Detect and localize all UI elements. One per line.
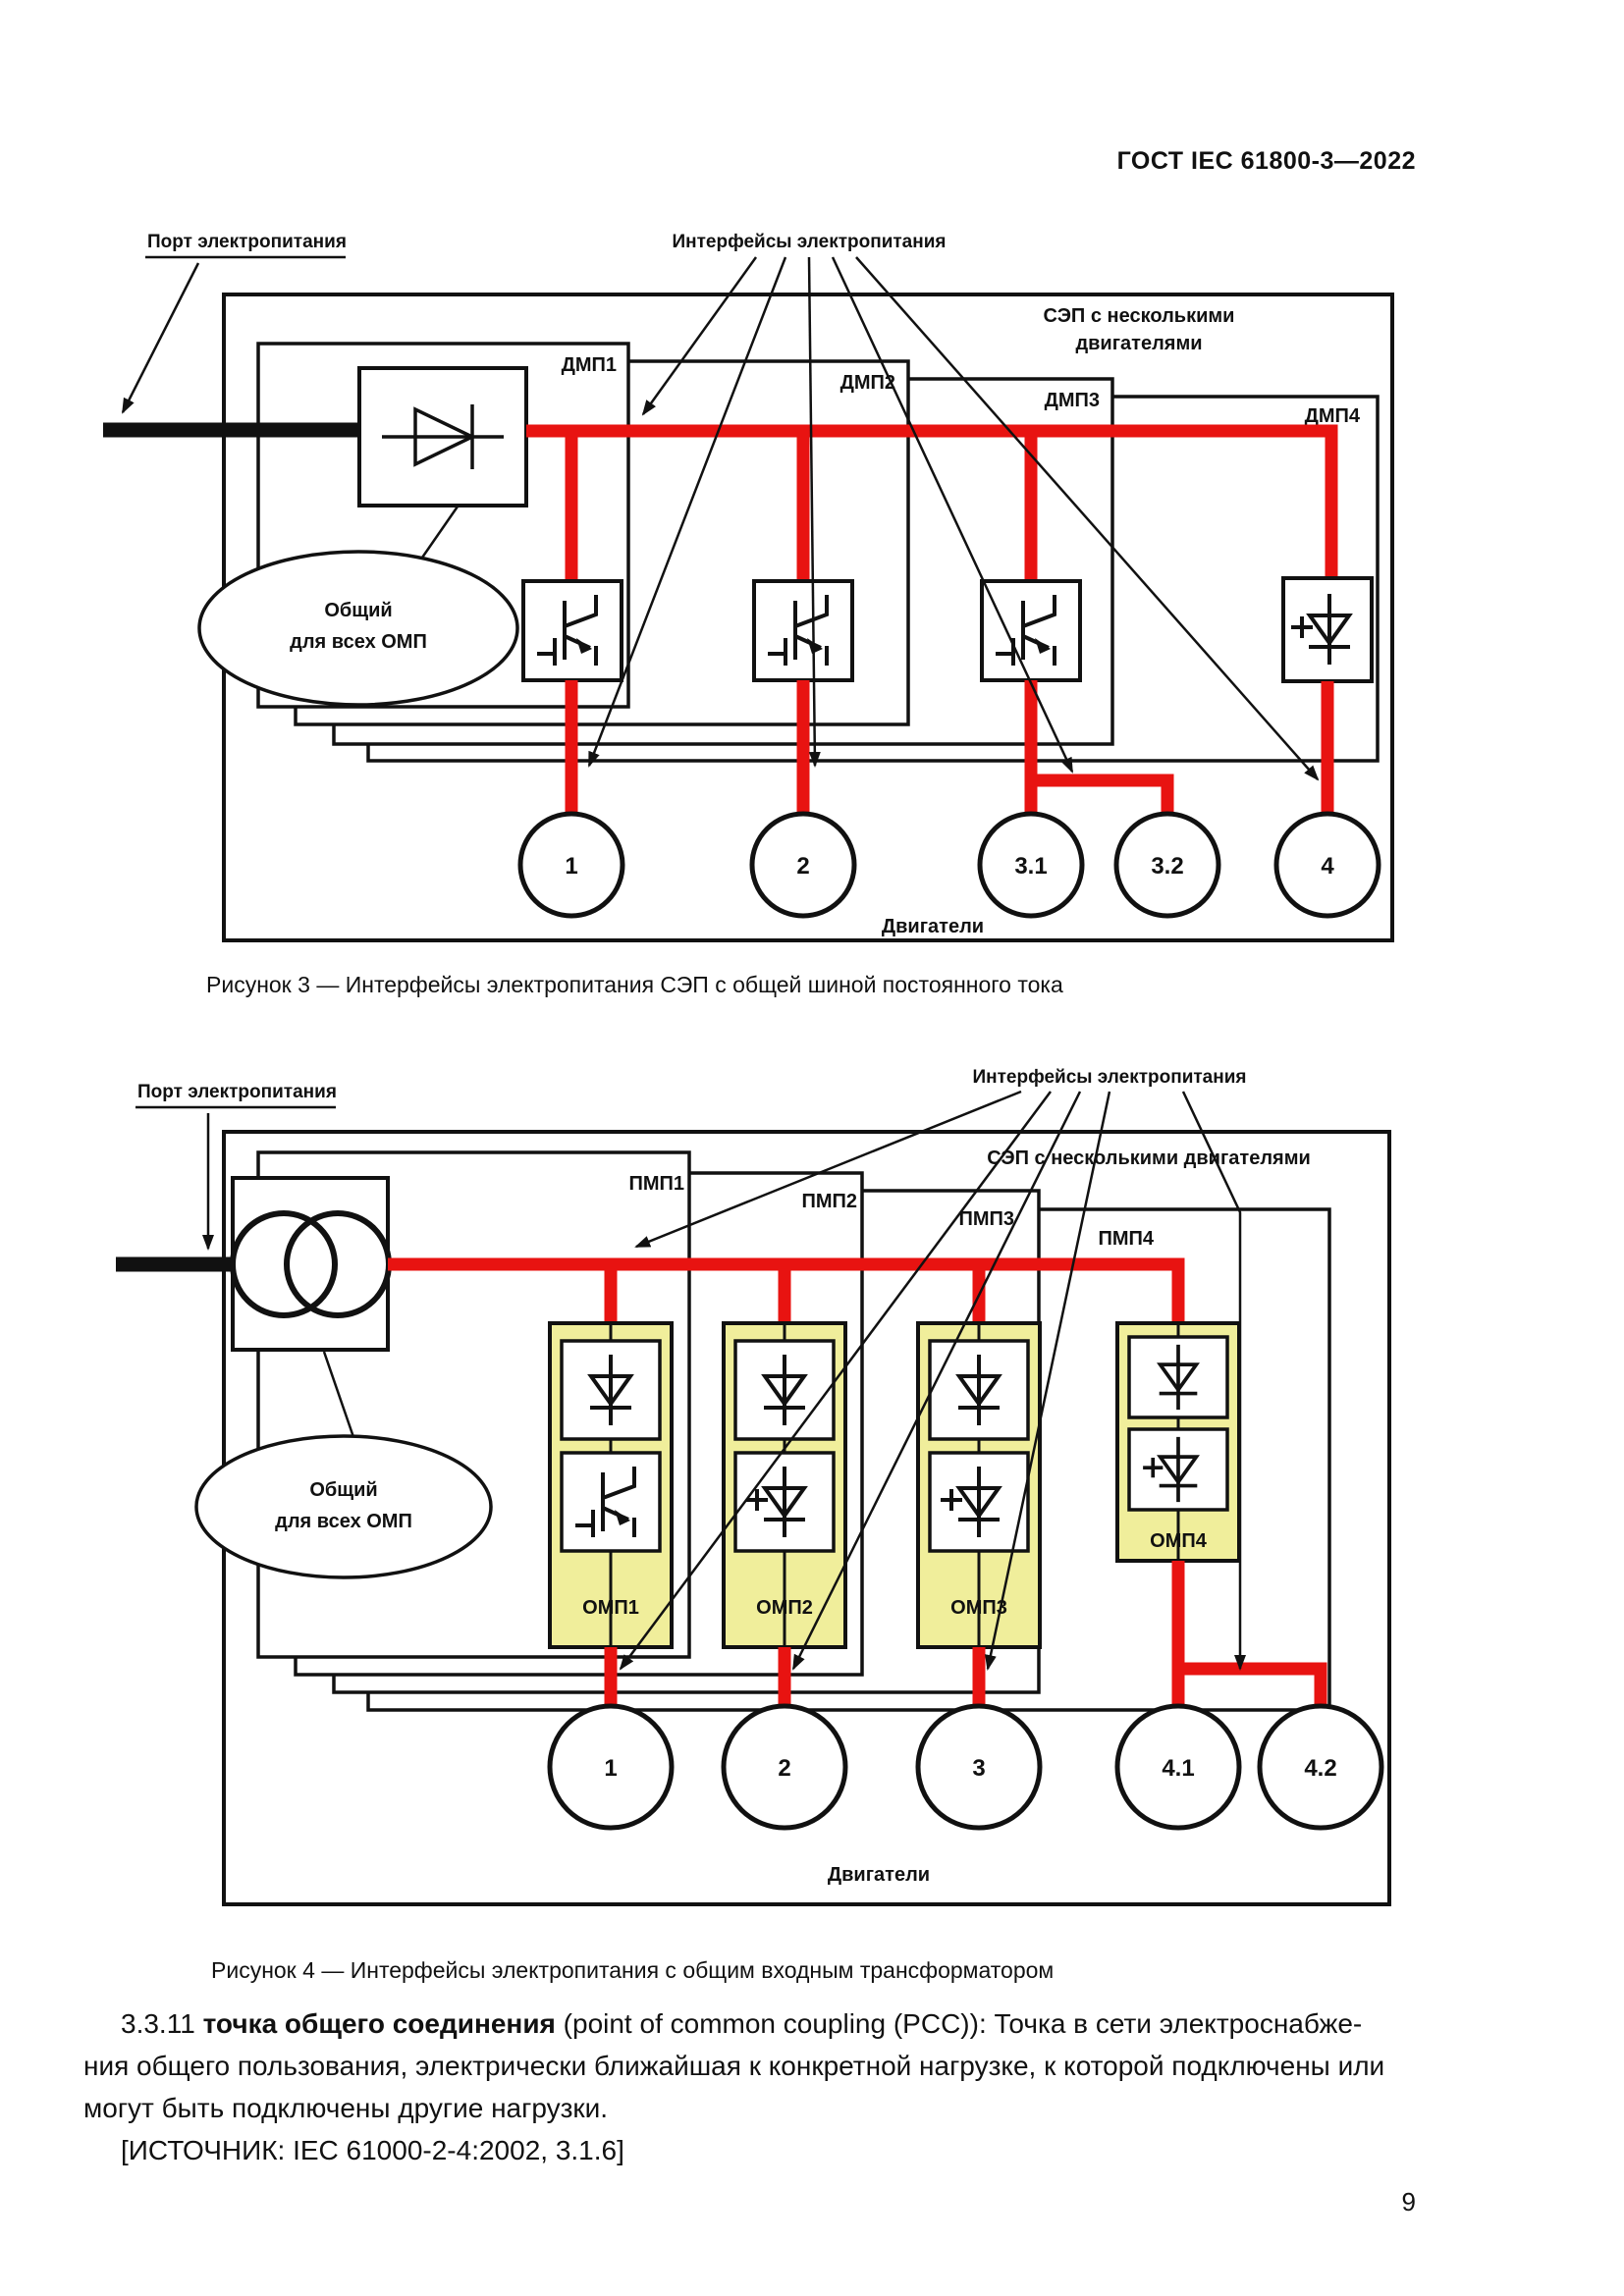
- fig4-motor-feed-4-2: [1178, 1662, 1327, 1708]
- term-definition-start: (point of common coupling (PCC)): Точка …: [555, 2008, 1363, 2039]
- fig3-motor-3-1-label: 3.1: [1014, 853, 1047, 880]
- fig4-omp1-label: ОМП1: [582, 1597, 639, 1619]
- fig4-motor-4-1: [1114, 1703, 1242, 1831]
- fig3-interface-arrow-3: [831, 256, 1074, 774]
- fig4-omp1-inverter-box: [560, 1451, 662, 1553]
- fig3-interfaces-label: Интерфейсы электропитания: [672, 232, 946, 252]
- fig3-common-label-line1: Общий: [324, 600, 392, 621]
- term-name: точка общего соединения: [202, 2008, 556, 2039]
- fig3-inverter-box-1: [521, 579, 623, 682]
- fig4-label-pmp1: ПМП1: [628, 1173, 684, 1195]
- figure4-caption: Рисунок 4 — Интерфейсы электропитания с …: [211, 1957, 1055, 1983]
- fig4-omp2-label: ОМП2: [756, 1597, 813, 1619]
- fig4-interfaces-label: Интерфейсы электропитания: [972, 1067, 1246, 1088]
- fig4-motor-2: [721, 1703, 848, 1831]
- fig3-common-label-line2: для всех ОМП: [290, 631, 427, 653]
- fig4-converter-omp3: ОМП3: [916, 1321, 1042, 1649]
- fig3-inverter-box-3: [980, 579, 1082, 682]
- fig4-omp4-label: ОМП4: [1150, 1530, 1208, 1552]
- fig4-common-label-line2: для всех ОМП: [275, 1511, 412, 1532]
- fig3-common-ellipse: [197, 550, 519, 707]
- fig4-motor-4-1-label: 4.1: [1162, 1755, 1194, 1782]
- fig3-motors-label: Двигатели: [882, 916, 984, 937]
- fig3-dc-bus: [526, 424, 1338, 578]
- fig4-motor-4-2-label: 4.2: [1304, 1755, 1336, 1782]
- fig3-port-label: Порт электропитания: [147, 232, 347, 252]
- paragraph-line-1: 3.3.11 точка общего соединения (point of…: [121, 2002, 1362, 2045]
- figure3-caption: Рисунок 3 — Интерфейсы электропитания СЭ…: [206, 972, 1063, 997]
- fig4-motor-1-label: 1: [604, 1755, 617, 1782]
- fig4-omp3-label: ОМП3: [950, 1597, 1007, 1619]
- fig3-motor-3-1: [977, 811, 1085, 919]
- fig4-port-label: Порт электропитания: [137, 1082, 337, 1102]
- fig4-motors-label: Двигатели: [828, 1864, 930, 1886]
- fig4-motor-4-2: [1257, 1703, 1384, 1831]
- paragraph-line-3: могут быть подключены другие нагрузки.: [83, 2093, 609, 2123]
- fig4-transformer-box: [231, 1176, 390, 1352]
- fig3-system-label-line1: СЭП с несколькими: [1044, 305, 1235, 327]
- fig4-motor-2-label: 2: [778, 1755, 790, 1782]
- fig4-interface-arrow-4: [1181, 1091, 1246, 1671]
- figure3-diagram: СЭП с несколькими двигателями ДМП1 ДМП2 …: [103, 232, 1394, 942]
- paragraph-source: [ИСТОЧНИК: IEC 61000-2-4:2002, 3.1.6]: [121, 2135, 624, 2165]
- fig3-motor-1: [517, 811, 625, 919]
- fig3-interface-arrow-bus: [641, 256, 758, 416]
- fig3-interface-arrow-4: [855, 256, 1320, 781]
- fig4-motor-3-label: 3: [972, 1755, 985, 1782]
- fig3-motor-2: [749, 811, 857, 919]
- paragraph-line-2: ния общего пользования, электрически бли…: [83, 2051, 1385, 2081]
- fig4-converter-omp4: ОМП4: [1115, 1321, 1241, 1563]
- fig3-label-dmp4: ДМП4: [1305, 405, 1361, 427]
- fig4-common-ellipse: [194, 1434, 493, 1579]
- fig3-motor-1-label: 1: [565, 853, 577, 880]
- page-header: ГОСТ IEC 61800-3—2022: [1116, 147, 1416, 175]
- fig3-label-dmp1: ДМП1: [562, 354, 617, 376]
- fig4-common-label-line1: Общий: [309, 1479, 377, 1501]
- fig4-interface-arrow-bus: [634, 1090, 1022, 1249]
- fig4-converter-omp2: ОМП2: [722, 1321, 847, 1649]
- fig3-interface-arrow-1: [587, 256, 787, 768]
- fig4-transformer-coil-1: [230, 1210, 338, 1318]
- fig4-label-pmp4: ПМП4: [1098, 1228, 1154, 1250]
- fig4-ac-bus: [388, 1257, 1185, 1323]
- fig3-port-arrow: [121, 262, 200, 414]
- fig3-motor-3-2: [1113, 811, 1221, 919]
- fig4-interface-arrow-3: [985, 1091, 1111, 1671]
- fig3-motor-feed-3-2: [1031, 774, 1174, 815]
- fig3-label-dmp3: ДМП3: [1045, 390, 1100, 411]
- fig4-system-label: СЭП с несколькими двигателями: [987, 1148, 1311, 1169]
- fig4-converter-omp1: ОМП1: [548, 1321, 674, 1649]
- fig4-label-pmp3: ПМП3: [958, 1208, 1014, 1230]
- fig4-interface-arrow-1: [619, 1091, 1053, 1671]
- fig3-rectifier-diode-icon: [382, 404, 504, 469]
- fig3-label-dmp2: ДМП2: [840, 372, 895, 394]
- fig3-common-connector-line: [420, 506, 460, 559]
- fig4-interface-arrow-2: [791, 1091, 1082, 1671]
- fig3-interface-arrow-2: [807, 256, 821, 768]
- fig3-motor-4: [1273, 811, 1381, 919]
- fig4-common-connector-line: [322, 1351, 355, 1438]
- fig3-motor-3-2-label: 3.2: [1151, 853, 1183, 880]
- page-number: 9: [1401, 2187, 1416, 2216]
- figure4-diagram: СЭП с несколькими двигателями ПМП1 ПМП2 …: [116, 1067, 1391, 1906]
- fig3-motor-4-label: 4: [1321, 853, 1334, 880]
- fig3-motor-2-label: 2: [796, 853, 809, 880]
- fig3-inverter-box-2: [752, 579, 854, 682]
- fig4-motor-1: [547, 1703, 675, 1831]
- fig4-label-pmp2: ПМП2: [801, 1191, 857, 1212]
- term-number: 3.3.11: [121, 2008, 203, 2039]
- fig3-system-label-line2: двигателями: [1075, 333, 1202, 354]
- fig4-motor-3: [915, 1703, 1043, 1831]
